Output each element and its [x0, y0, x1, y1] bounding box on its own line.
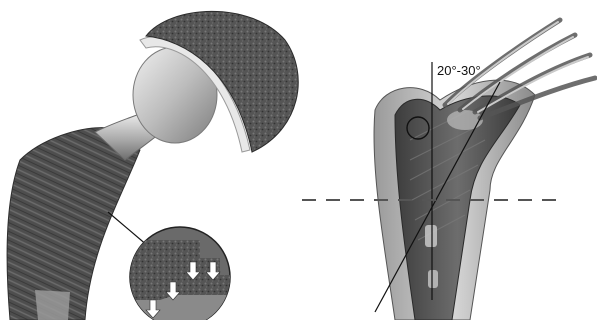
stem-window-2: [428, 270, 438, 288]
stem-distal-tip: [35, 290, 70, 320]
angle-label: 20°-30°: [437, 64, 481, 77]
stem-window-1: [425, 225, 437, 247]
zoom-leader-line: [108, 212, 148, 246]
prosthesis-stem: [7, 128, 140, 320]
coating-detail-inset: [128, 227, 236, 320]
prosthesis-illustration: [7, 11, 298, 320]
implant-in-canal: [395, 96, 520, 320]
